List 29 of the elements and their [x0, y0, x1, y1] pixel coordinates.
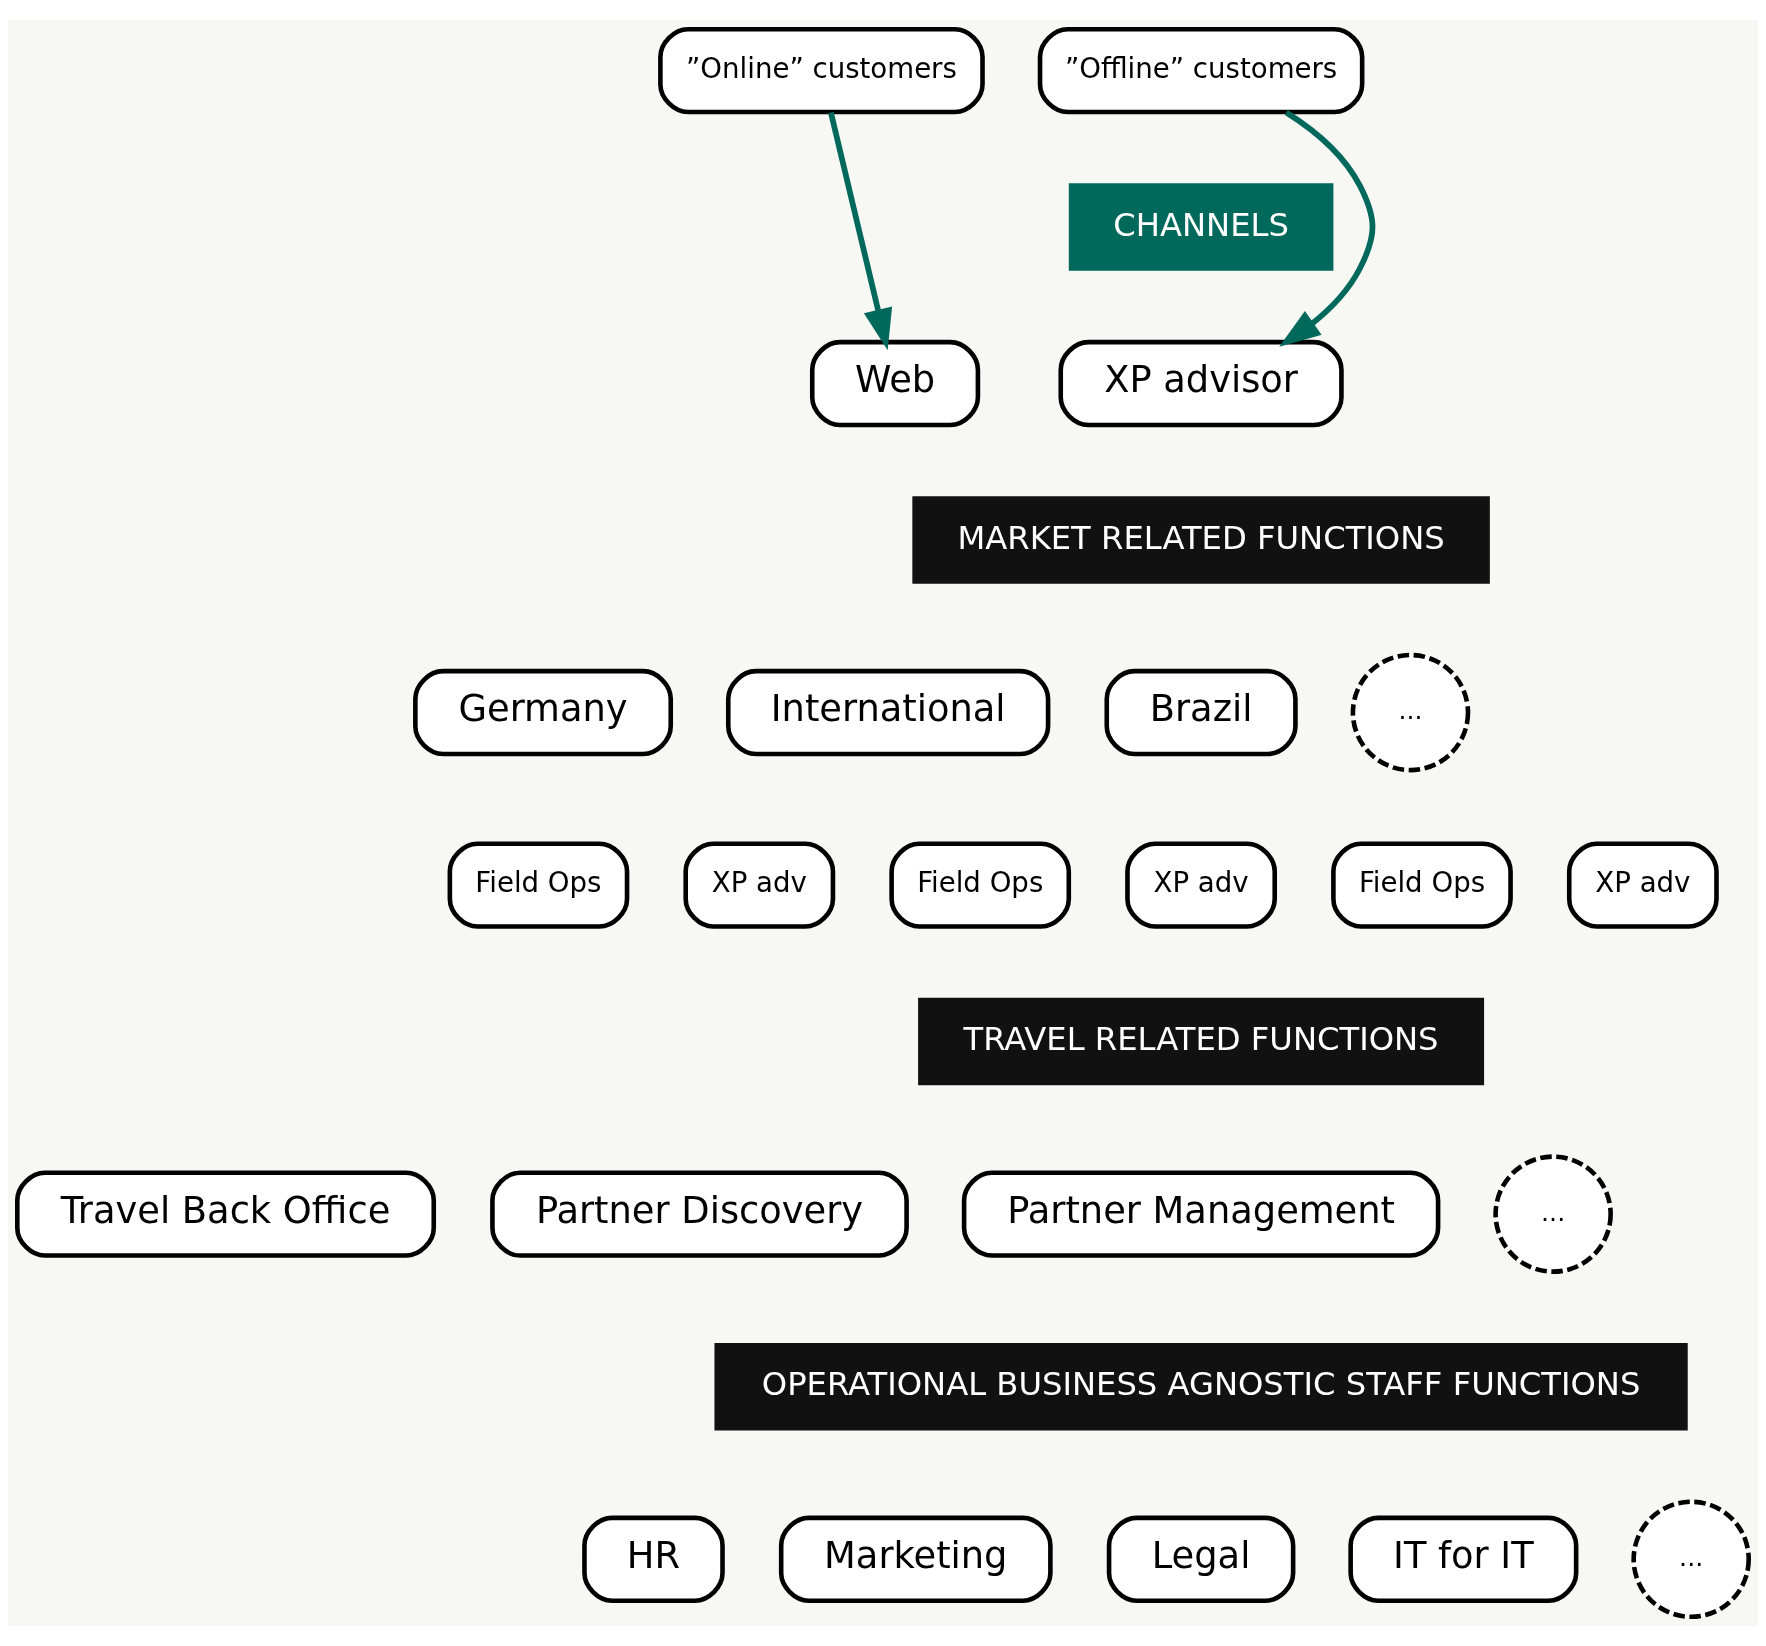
- arrow: [1279, 110, 1376, 347]
- node-box: Partner Discovery: [490, 1170, 909, 1258]
- node-box: Marketing: [778, 1515, 1053, 1603]
- node-box: Web: [809, 339, 981, 428]
- node-box: Legal: [1106, 1515, 1296, 1603]
- node-circle: ...: [1493, 1154, 1613, 1274]
- node-box: XP adv: [683, 841, 836, 929]
- node-box: HR: [582, 1515, 725, 1603]
- node-box: XP adv: [1125, 841, 1277, 929]
- node-box: MARKET RELATED FUNCTIONS: [912, 496, 1490, 584]
- node-box: XP advisor: [1058, 339, 1344, 428]
- node-box: OPERATIONAL BUSINESS AGNOSTIC STAFF FUNCTIONS: [714, 1343, 1688, 1431]
- node-circle: ...: [1350, 652, 1471, 773]
- node-box: Partner Management: [961, 1170, 1441, 1258]
- node-box: Brazil: [1104, 668, 1298, 757]
- node-box: Germany: [413, 668, 674, 757]
- node-circle: ...: [1631, 1499, 1751, 1620]
- node-box: ”Online” customers: [658, 26, 985, 115]
- node-box: TRAVEL RELATED FUNCTIONS: [918, 997, 1485, 1086]
- node-box: CHANNELS: [1068, 183, 1334, 271]
- node-box: International: [725, 668, 1051, 757]
- node-box: Field Ops: [447, 841, 630, 929]
- arrow: [828, 111, 893, 351]
- node-box: Field Ops: [889, 841, 1072, 929]
- node-box: ”Offline” customers: [1037, 26, 1365, 115]
- node-box: XP adv: [1566, 841, 1719, 929]
- node-box: Field Ops: [1331, 841, 1513, 929]
- node-box: Travel Back Office: [15, 1170, 437, 1258]
- node-box: IT for IT: [1348, 1515, 1579, 1603]
